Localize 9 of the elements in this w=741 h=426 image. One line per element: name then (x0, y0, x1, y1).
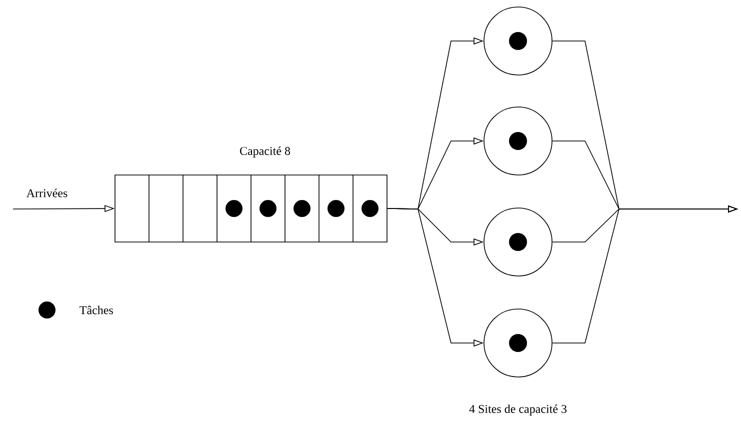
server-circle (484, 208, 552, 276)
server-circle (484, 106, 552, 176)
capacity-label: Capacité 8 (240, 146, 290, 158)
legend-label: Tâches (80, 306, 113, 314)
server-circle (484, 308, 552, 378)
queue-drawing (114, 174, 388, 242)
server-circle (484, 6, 552, 76)
caption-label: 4 Sites de capacité 3 (469, 404, 567, 416)
edge-label: Arrivées (26, 188, 68, 198)
